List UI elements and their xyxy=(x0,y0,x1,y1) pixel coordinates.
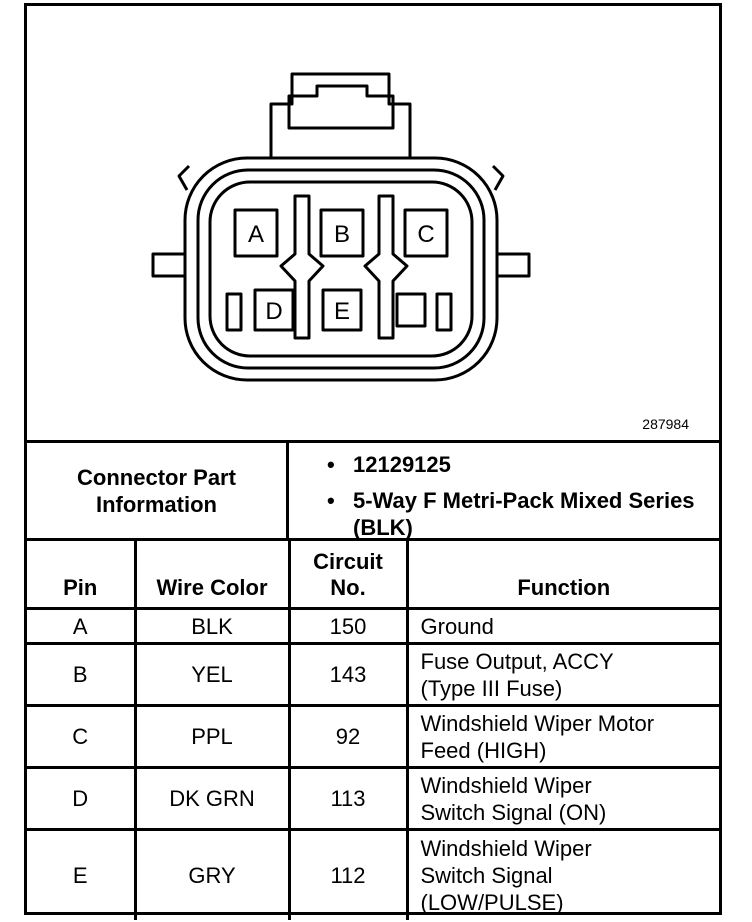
terminal-divider-right xyxy=(363,194,409,340)
connector-sheet: A B C D E 287984 Connector Part Informat… xyxy=(24,3,722,920)
housing-inner xyxy=(208,180,474,358)
function-cell: Ground xyxy=(405,607,719,645)
function-line: (LOW/PULSE) xyxy=(420,889,564,915)
part-number: 12129125 xyxy=(327,451,723,478)
header-circuit-line1: Circuit xyxy=(313,549,383,574)
cavity-e xyxy=(321,288,363,332)
function-line: Switch Signal xyxy=(420,862,553,888)
terminal-divider-left xyxy=(279,194,325,340)
side-block-left xyxy=(225,292,243,332)
pin-cell: D xyxy=(27,766,137,831)
wire-color-cell: YEL xyxy=(133,642,291,707)
corner-nub-right xyxy=(491,164,505,191)
connector-info-section: Connector Part Information 12129125 5-Wa… xyxy=(27,440,719,541)
connector-face-drawing: A B C D E xyxy=(151,72,531,382)
header-circuit: Circuit No. xyxy=(287,541,409,610)
function-line: Windshield Wiper xyxy=(420,835,592,861)
pin-cell: A xyxy=(27,607,137,645)
pin-label-d: D xyxy=(265,298,282,325)
housing-middle xyxy=(196,168,486,370)
right-ear xyxy=(495,252,531,278)
pin-label-a: A xyxy=(248,221,264,248)
figure-number: 287984 xyxy=(642,416,689,432)
function-line: (Type III Fuse) xyxy=(420,675,563,701)
cavity-d xyxy=(253,288,295,332)
pin-cell: B xyxy=(27,642,137,707)
cavity-a xyxy=(233,208,279,258)
left-ear xyxy=(151,252,187,278)
connector-info-label-line2: Information xyxy=(95,491,217,517)
locking-tab xyxy=(269,72,412,159)
function-line: Windshield Wiper Motor xyxy=(420,710,655,736)
header-circuit-line2: No. xyxy=(330,575,366,600)
connector-description: 5-Way F Metri-Pack Mixed Series (BLK) xyxy=(327,487,723,541)
function-line: Fuse Output, ACCY xyxy=(420,648,614,674)
wire-color-cell: GRY xyxy=(133,828,291,920)
wire-color-cell: PPL xyxy=(133,704,291,769)
header-pin: Pin xyxy=(27,541,137,610)
circuit-cell: 150 xyxy=(287,607,409,645)
function-line: Windshield Wiper xyxy=(420,772,592,798)
connector-info-label-line1: Connector Part xyxy=(77,464,236,490)
circuit-cell: 113 xyxy=(287,766,409,831)
circuit-cell: 92 xyxy=(287,704,409,769)
tab-latch xyxy=(287,84,395,130)
cavity-b xyxy=(319,208,365,258)
pin-table-header: Pin Wire Color Circuit No. Function xyxy=(27,541,719,610)
housing-outer xyxy=(183,156,499,382)
wire-color-cell: BLK xyxy=(133,607,291,645)
function-cell: Fuse Output, ACCY(Type III Fuse) xyxy=(405,642,719,707)
wire-color-cell: DK GRN xyxy=(133,766,291,831)
connector-diagram: A B C D E 287984 xyxy=(27,6,719,440)
side-block-right xyxy=(435,292,453,332)
pin-label-c: C xyxy=(417,221,434,248)
header-function: Function xyxy=(405,541,719,610)
circuit-cell: 112 xyxy=(287,828,409,920)
pin-label-e: E xyxy=(334,298,350,325)
circuit-cell: 143 xyxy=(287,642,409,707)
function-line: Ground xyxy=(420,613,494,639)
pin-cell: C xyxy=(27,704,137,769)
pin-cell: E xyxy=(27,828,137,920)
connector-info-list: 12129125 5-Way F Metri-Pack Mixed Series… xyxy=(327,451,723,550)
function-line: Switch Signal (ON) xyxy=(420,799,607,825)
corner-nub-left xyxy=(177,164,191,191)
cavity-c xyxy=(403,208,449,258)
header-wire-color: Wire Color xyxy=(133,541,291,610)
function-line: Feed (HIGH) xyxy=(420,737,547,763)
cavity-empty xyxy=(395,292,427,328)
pin-label-b: B xyxy=(334,221,350,248)
connector-info-label: Connector Part Information xyxy=(27,443,289,538)
